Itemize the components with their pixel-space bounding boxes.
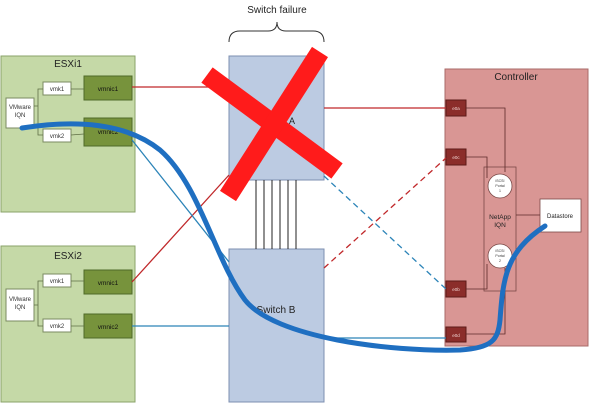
switch-b-label: Switch B [257,305,296,316]
switch-a-to-e0b-failed [323,175,447,290]
host-esxi2: ESXi2 VMware IQN vmk1 vmk2 vmnic1 vmnic2 [0,245,136,403]
portal-2-line3: 2 [499,259,501,263]
portal-2-line1: iSCSI [496,249,505,253]
vmnic1-box [83,75,133,101]
switch-failure-label: Switch failure [247,5,307,16]
vmware-iqn-label-1: VMware [9,105,32,111]
host-esxi1-title: ESXi1 [54,59,82,70]
port-e0d-label: e0d [452,333,460,338]
switch-failure-brace [228,21,325,43]
vmware-iqn-label-2-2: IQN [15,305,26,311]
portal-2-line2: Portal [495,254,504,258]
port-e0a-label: e0a [452,106,460,111]
active-data-path [19,121,548,353]
vmware-iqn-label-2-1: VMware [9,297,32,303]
switch-a-label: A [289,116,295,126]
failure-x-icon [201,46,343,202]
esxi1-internal-links [34,88,85,136]
vmnic1-label-2: vmnic1 [98,280,119,287]
inter-switch-links [255,180,297,249]
netapp-label-1: NetApp [489,214,511,221]
vmk1-label: vmk1 [50,87,65,93]
vmk2-label: vmk2 [50,134,65,140]
vmk1-box [42,81,72,96]
vmnic1-label: vmnic1 [98,86,119,93]
vmk2-box-2 [42,318,72,333]
vmk1-label-2: vmk1 [50,279,65,285]
port-e0c-label: e0c [452,155,460,160]
switch-b-box [228,248,325,403]
esxi2-internal-links [34,280,84,327]
portal-1-line2: Portal [495,184,504,188]
vmk2-box [42,128,72,143]
vmnic1-box-2 [83,269,133,295]
iscsi-portal-1 [487,173,513,199]
vmnic2-label-2: vmnic2 [98,324,119,331]
controller-internal-links [466,107,540,335]
portal-1-line3: 1 [499,189,501,193]
vmware-iqn-box-2 [5,288,35,322]
host-esxi2-title: ESXi2 [54,251,82,262]
port-e0d [445,326,467,343]
vmware-iqn-label-2: IQN [15,113,26,119]
datastore-label: Datastore [547,214,574,220]
controller-title: Controller [494,72,538,83]
vmk2-label-2: vmk2 [50,324,65,330]
host-esxi1: ESXi1 VMware IQN vmk1 vmk2 vmnic1 vmnic2 [0,55,136,213]
netapp-label-2: IQN [494,222,506,229]
portal-1-line1: iSCSI [496,179,505,183]
port-e0b-label: e0b [452,287,460,292]
vmk1-box-2 [42,273,72,288]
controller: Controller e0a e0c e0b e0d iSCSI Portal … [444,68,589,347]
esxi2-to-switch-a [131,174,230,283]
switch-b-to-e0c-failover [323,157,447,269]
vmnic2-label: vmnic2 [98,129,119,136]
